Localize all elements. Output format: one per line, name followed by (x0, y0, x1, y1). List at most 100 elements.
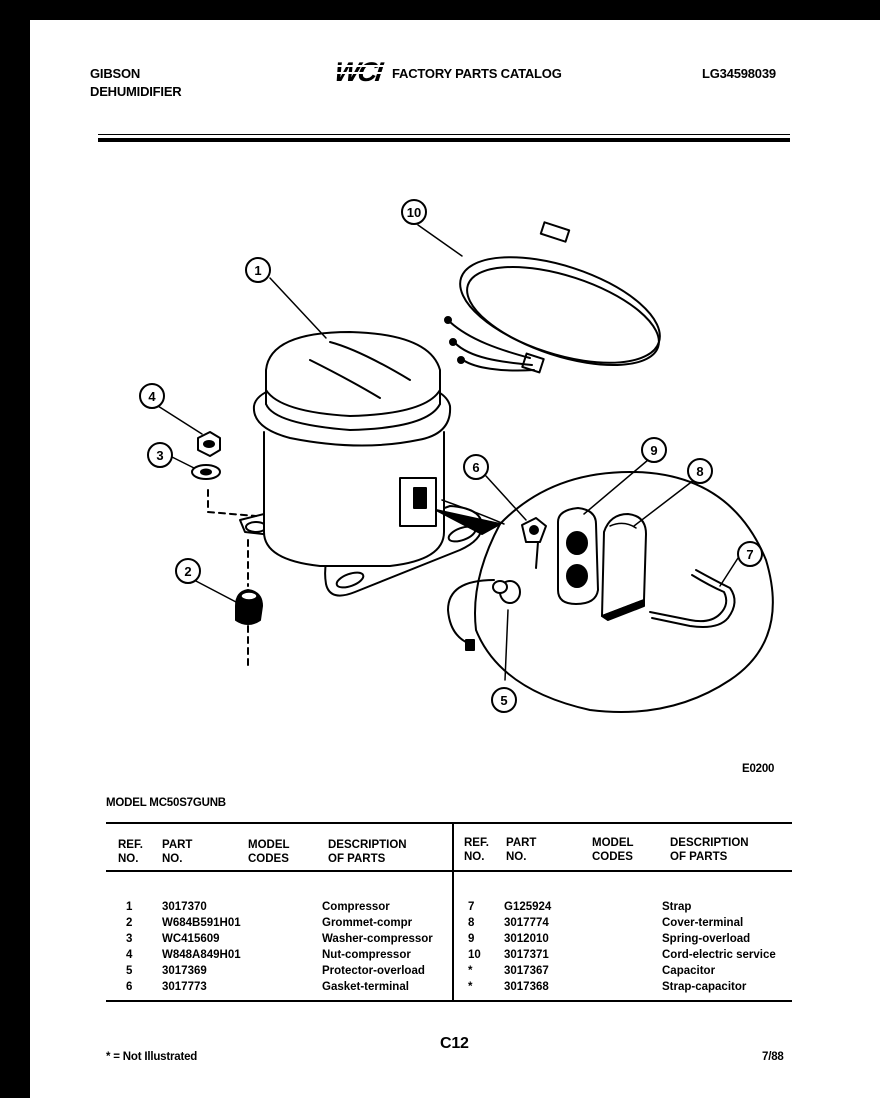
table-row: 6 3017773 Gasket-terminal (126, 981, 433, 997)
table-row: 2 W684B591H01 Grommet-compr (126, 917, 433, 933)
ref-cell: * (468, 981, 473, 993)
desc-cell: Cord-electric service (662, 949, 776, 961)
codes-cell (248, 933, 322, 949)
catalog-page: GIBSON DEHUMIDIFIER WCI FACTORY PARTS CA… (30, 20, 880, 1098)
table-top-rule (106, 822, 792, 824)
part-cell: 3017773 (162, 981, 207, 993)
ref-cell: 2 (126, 917, 133, 929)
callout-3: 3 (147, 442, 173, 468)
part-cell: 3017370 (162, 901, 207, 913)
ref-cell: 9 (468, 933, 475, 945)
terminal-detail-drawing (447, 471, 774, 713)
callout-5: 5 (491, 687, 517, 713)
part-cell: 3017368 (504, 981, 549, 993)
wci-logo: WCI (330, 57, 388, 86)
svg-text:4: 4 (148, 389, 156, 404)
svg-text:6: 6 (472, 460, 479, 475)
codes-cell (586, 933, 662, 949)
desc-cell: Grommet-compr (322, 917, 413, 929)
header-desc-right: DESCRIPTION OF PARTS (670, 837, 749, 863)
header-model-right: MODEL CODES (592, 837, 634, 863)
catalog-title: FACTORY PARTS CATALOG (392, 66, 562, 81)
codes-cell (248, 901, 322, 917)
part-cell: W684B591H01 (162, 917, 241, 929)
brand-name: GIBSON (90, 66, 141, 81)
codes-cell (248, 949, 322, 965)
callout-9: 9 (641, 437, 667, 463)
codes-cell (248, 981, 322, 997)
ref-cell: 1 (126, 901, 133, 913)
ref-cell: 8 (468, 917, 475, 929)
ref-cell: 4 (126, 949, 133, 961)
svg-text:3: 3 (156, 448, 163, 463)
part-cell: 3012010 (504, 933, 549, 945)
service-cord-drawing (444, 221, 661, 374)
ref-cell: 6 (126, 981, 133, 993)
codes-cell (586, 901, 662, 917)
desc-cell: Capacitor (662, 965, 716, 977)
svg-text:9: 9 (650, 443, 657, 458)
desc-cell: Gasket-terminal (322, 981, 409, 993)
codes-cell (586, 917, 662, 933)
callout-2: 2 (175, 558, 201, 584)
header-rule (98, 138, 790, 142)
desc-cell: Strap-capacitor (662, 981, 747, 993)
part-cell: 3017371 (504, 949, 549, 961)
part-cell: G125924 (504, 901, 552, 913)
callout-10: 10 (401, 199, 427, 225)
catalog-number: LG34598039 (702, 66, 776, 81)
not-illustrated-note: * = Not Illustrated (106, 1051, 198, 1063)
ref-cell: 7 (468, 901, 475, 913)
codes-cell (248, 917, 322, 933)
table-row: 3 WC415609 Washer-compressor (126, 933, 433, 949)
part-cell: W848A849H01 (162, 949, 241, 961)
desc-cell: Nut-compressor (322, 949, 411, 961)
header-model-left: MODEL CODES (248, 839, 290, 865)
table-row: 9 3012010 Spring-overload (468, 933, 776, 949)
desc-cell: Spring-overload (662, 933, 751, 945)
table-bottom-rule (106, 1000, 792, 1002)
part-cell: WC415609 (162, 933, 220, 945)
svg-text:2: 2 (184, 564, 191, 579)
ref-cell: 3 (126, 933, 133, 945)
model-label: MODEL MC50S7GUNB (106, 797, 226, 809)
desc-cell: Protector-overload (322, 965, 425, 977)
nut-washer-drawing (191, 431, 257, 517)
svg-text:10: 10 (407, 205, 421, 220)
header-desc-left: DESCRIPTION OF PARTS (328, 839, 407, 865)
table-header-rule (106, 870, 792, 872)
codes-cell (248, 965, 322, 981)
svg-text:8: 8 (696, 464, 703, 479)
table-row: 7 G125924 Strap (468, 901, 776, 917)
desc-cell: Strap (662, 901, 692, 913)
part-cell: 3017774 (504, 917, 549, 929)
svg-text:7: 7 (746, 547, 753, 562)
ref-cell: 5 (126, 965, 133, 977)
callout-7: 7 (737, 541, 763, 567)
leader-lines (157, 224, 739, 681)
grommet-drawing (235, 539, 263, 671)
header-part-right: PART NO. (506, 837, 537, 863)
product-name: DEHUMIDIFIER (90, 84, 182, 99)
callout-6: 6 (463, 454, 489, 480)
svg-text:5: 5 (500, 693, 507, 708)
wci-logo-text: WCI (330, 57, 387, 86)
catalog-date: 7/88 (762, 1051, 784, 1063)
page-number: C12 (440, 1035, 469, 1052)
table-divider (452, 822, 454, 1002)
codes-cell (586, 949, 662, 965)
diagram-code: E0200 (742, 763, 775, 775)
callout-4: 4 (139, 383, 165, 409)
header-ref-left: REF. NO. (118, 839, 143, 865)
ref-cell: * (468, 965, 473, 977)
desc-cell: Washer-compressor (322, 933, 433, 945)
exploded-parts-diagram: 10 1 4 3 2 6 9 8 7 5 (139, 199, 774, 713)
table-row: * 3017367 Capacitor (468, 965, 776, 981)
callout-1: 1 (245, 257, 271, 283)
header-rule-thin (98, 134, 790, 135)
part-cell: 3017367 (504, 965, 549, 977)
